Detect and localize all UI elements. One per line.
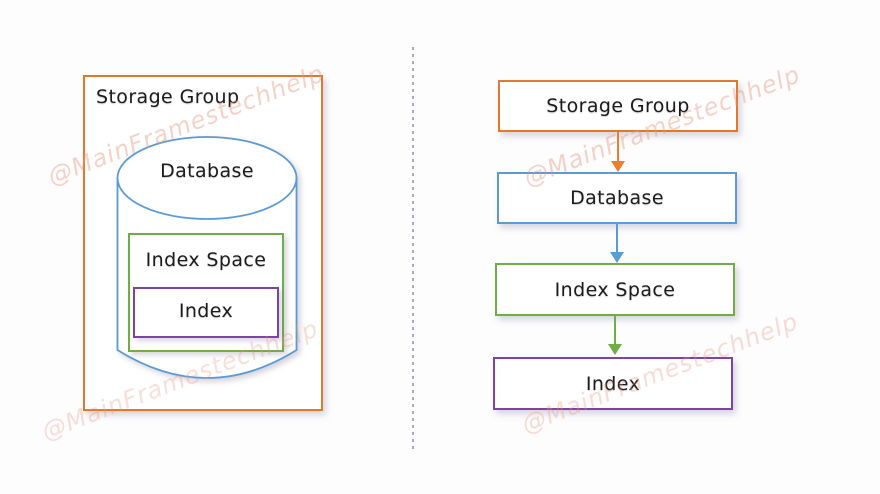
flow-node-index-space-label: Index Space: [554, 278, 676, 301]
nested-index-box: [133, 287, 279, 338]
nested-index-space-label: Index Space: [145, 249, 267, 271]
nested-storage-group-label: Storage Group: [96, 86, 240, 108]
nested-index-label: Index: [178, 300, 234, 322]
flow-node-database: Database: [497, 172, 737, 224]
arrow-down-icon: [611, 161, 625, 172]
nested-database-label: Database: [160, 160, 254, 182]
arrow-line: [616, 224, 618, 253]
flow-node-database-label: Database: [570, 187, 664, 209]
flow-node-storage-group-label: Storage Group: [546, 95, 690, 117]
flow-node-index-space: Index Space: [495, 263, 735, 316]
arrow-line: [617, 132, 619, 162]
flow-node-index: Index: [493, 357, 733, 410]
arrow-down-icon: [608, 344, 622, 355]
vertical-dashed-divider: [412, 47, 414, 450]
arrow-line: [614, 316, 616, 345]
arrow-down-icon: [610, 252, 624, 263]
flow-node-storage-group: Storage Group: [498, 80, 738, 132]
flow-node-index-label: Index: [585, 372, 641, 395]
